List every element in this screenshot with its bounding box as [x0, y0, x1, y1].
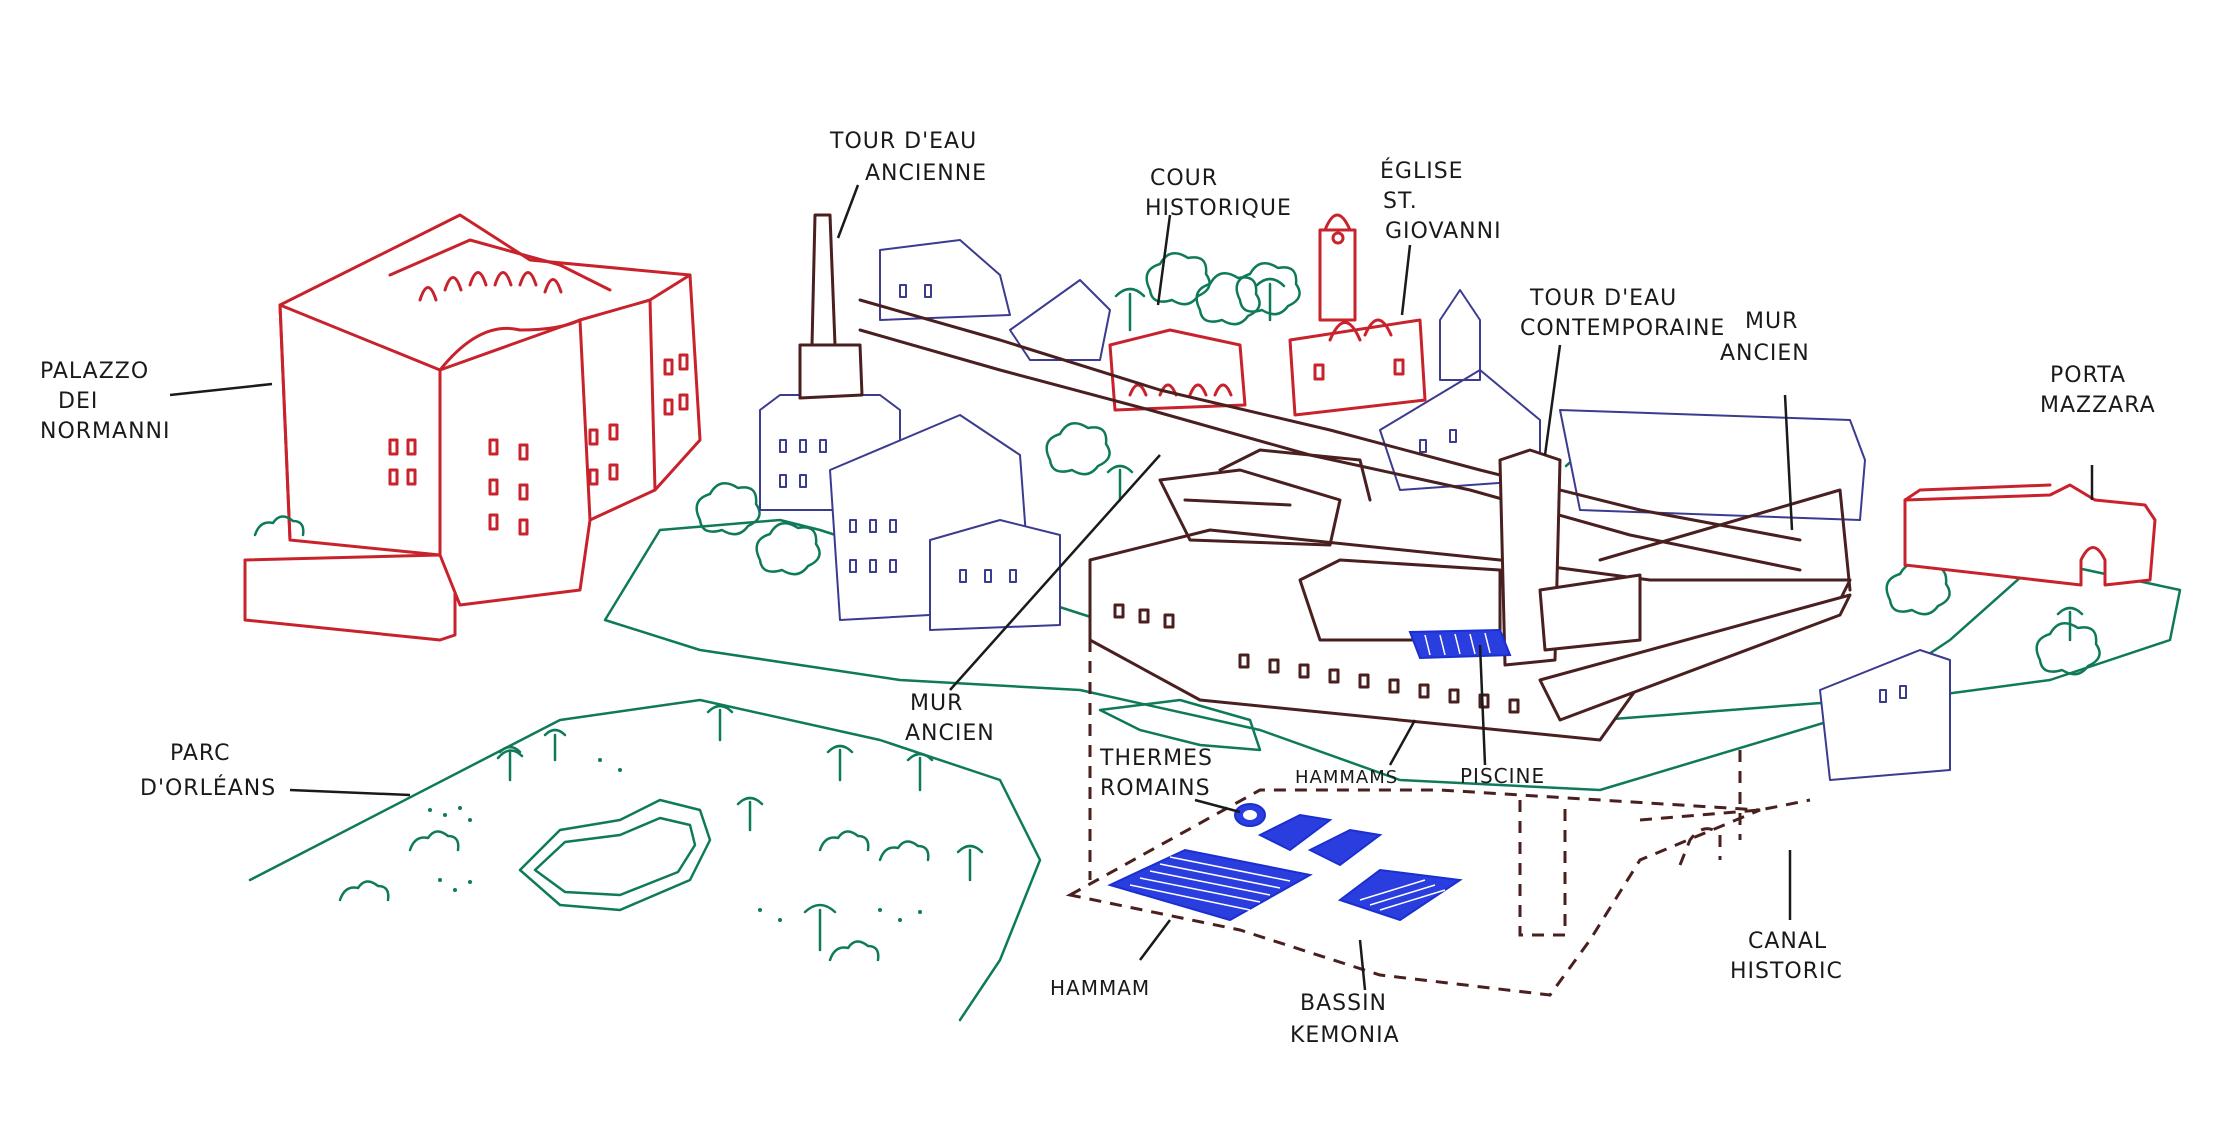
arcade-windows	[1113, 603, 1520, 714]
label-cour: HISTORIQUE	[1145, 196, 1292, 221]
label-parc: PARC	[170, 741, 230, 766]
new-complex	[798, 213, 1852, 742]
label-eglise: ÉGLISE	[1380, 158, 1464, 184]
piscine-pool	[1408, 628, 1512, 660]
label-piscine: PISCINE	[1460, 764, 1545, 788]
palazzo-windows	[388, 353, 689, 536]
label-mur-ancien-mid: MUR	[910, 691, 963, 716]
underground-thermes	[1065, 640, 1811, 997]
label-cour: COUR	[1150, 166, 1218, 191]
shrubs	[338, 830, 930, 962]
label-mur-ancien-top: MUR	[1745, 309, 1798, 334]
label-canal: HISTORIC	[1730, 959, 1843, 984]
context-windows	[779, 284, 1907, 703]
label-thermes: THERMES	[1099, 746, 1213, 771]
leader-lines	[169, 184, 2094, 991]
labels: PALAZZO DEI NORMANNI TOUR D'EAU ANCIENNE…	[40, 129, 2156, 1048]
label-palazzo: DEI	[58, 389, 98, 414]
label-eglise: ST.	[1383, 189, 1418, 214]
parc-orleans-landscape	[248, 698, 1042, 1022]
label-tour-contemporaine: CONTEMPORAINE	[1520, 316, 1725, 341]
label-porta: MAZZARA	[2040, 393, 2156, 418]
bassin-kemonia-pools	[1107, 803, 1463, 922]
label-tour-ancienne: TOUR D'EAU	[829, 129, 977, 154]
label-palazzo: PALAZZO	[40, 359, 149, 384]
label-tour-contemporaine: TOUR D'EAU	[1529, 286, 1677, 311]
label-canal: CANAL	[1748, 929, 1827, 954]
tour-eau-ancienne-tower	[798, 213, 864, 400]
label-eglise: GIOVANNI	[1385, 219, 1502, 244]
label-hammam: HAMMAM	[1050, 976, 1150, 1000]
eglise-st-giovanni-building	[1288, 213, 1427, 417]
label-tour-ancienne: ANCIENNE	[865, 161, 987, 186]
dots-parc	[428, 758, 922, 922]
label-porta: PORTA	[2050, 363, 2126, 388]
label-thermes: ROMAINS	[1100, 776, 1211, 801]
palazzo-dei-normanni-building	[243, 213, 702, 642]
label-mur-ancien-top: ANCIEN	[1720, 341, 1810, 366]
label-bassin: KEMONIA	[1290, 1023, 1400, 1048]
context-buildings	[759, 239, 1951, 781]
label-palazzo: NORMANNI	[40, 419, 171, 444]
palm-trees	[496, 704, 984, 952]
porta-mazzara-building	[1903, 483, 2157, 587]
label-parc: D'ORLÉANS	[140, 775, 276, 801]
cour-historique-building	[1108, 328, 1247, 412]
label-mur-ancien-mid: ANCIEN	[905, 721, 995, 746]
label-hammams: HAMMAMS	[1295, 767, 1398, 788]
label-bassin: BASSIN	[1300, 991, 1387, 1016]
